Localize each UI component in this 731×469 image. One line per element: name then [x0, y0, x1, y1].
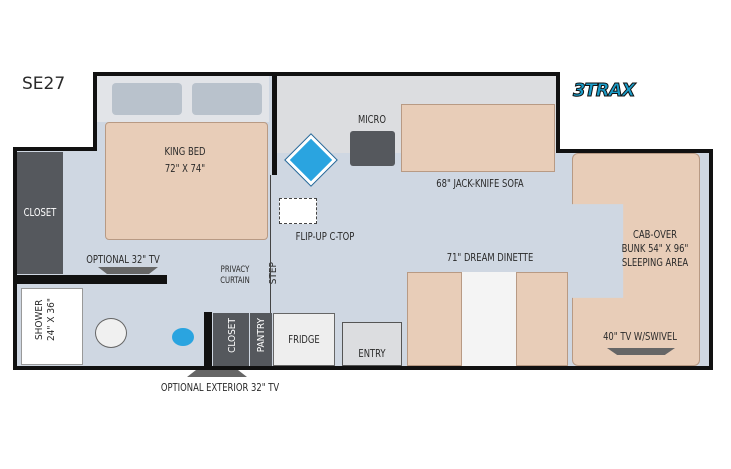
closet: [17, 152, 63, 274]
king-bed: [105, 122, 268, 240]
stove-icon: [350, 131, 395, 166]
micro-label: MICRO: [357, 113, 387, 126]
cab-tv-label: 40" TV W/SWIVEL: [603, 330, 677, 343]
fridge: [273, 313, 335, 366]
flip-up-label: FLIP-UP C-TOP: [295, 230, 355, 243]
king-bed-size: 72" X 74": [164, 162, 206, 175]
dinette-bench-right: [516, 272, 568, 366]
king-bed-label: KING BED: [164, 145, 206, 158]
pantry-label: PANTRY: [256, 318, 267, 353]
dinette-bench-left: [407, 272, 462, 366]
logo-text: 3TRAX: [573, 80, 636, 102]
exterior-tv-icon: [187, 370, 247, 377]
exterior-tv-label: OPTIONAL EXTERIOR 32" TV: [160, 381, 280, 394]
fridge-label: FRIDGE: [288, 333, 320, 346]
closet-label: CLOSET: [23, 206, 57, 219]
sofa-label: 68" JACK-KNIFE SOFA: [436, 177, 524, 190]
entry[interactable]: [342, 322, 402, 366]
flip-up-countertop: [279, 198, 317, 224]
entry-label: ENTRY: [358, 347, 386, 360]
dinette-table: [462, 272, 516, 366]
model-name: SE27: [22, 74, 66, 94]
dinette-label: 71" DREAM DINETTE: [446, 251, 534, 264]
cabover-label: CAB-OVER BUNK 54" X 96" SLEEPING AREA: [621, 228, 689, 269]
bedroom-tv-label: OPTIONAL 32" TV: [86, 253, 160, 266]
toilet-icon: [95, 318, 127, 348]
privacy-curtain-label: PRIVACY CURTAIN: [220, 265, 250, 286]
jack-knife-sofa: [401, 104, 555, 172]
cab-tv-icon: [607, 348, 675, 355]
bath-closet: [213, 313, 249, 366]
bath-closet-label: CLOSET: [227, 318, 238, 353]
shower: [21, 288, 83, 365]
pantry: [250, 313, 272, 366]
tv-icon: [98, 267, 158, 274]
logo-3trax: 3TRAX: [573, 80, 636, 104]
sink-icon: [172, 328, 194, 346]
